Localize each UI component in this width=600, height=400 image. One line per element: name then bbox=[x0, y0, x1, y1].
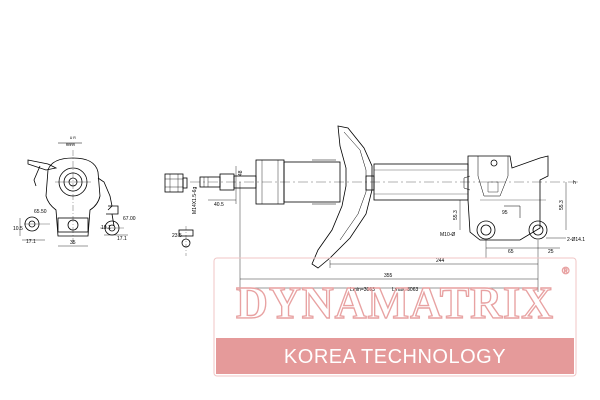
watermark-registered: ® bbox=[562, 266, 570, 277]
label-dim-48: 48 bbox=[238, 170, 244, 176]
label-dim-6550: 65.50 bbox=[34, 209, 47, 215]
label-dim-total: 355 bbox=[384, 273, 393, 279]
label-dim-lmin: Lmin=3063 bbox=[350, 287, 375, 293]
dimension-lines: 244 355 Lmin=3063 Lmax=3063 40.5 M14X1.5… bbox=[192, 166, 585, 293]
label-dim-hole: 2-Ø14.1 bbox=[567, 237, 585, 243]
watermark-brand: DYNAMATRIX bbox=[236, 277, 554, 328]
label-dim-35-left: 35 bbox=[70, 240, 76, 246]
label-dim-175-right: 17.1 bbox=[117, 236, 127, 242]
label-dim-bolt: M10-Ø bbox=[440, 232, 455, 238]
label-dim-553: 55.3 bbox=[453, 210, 459, 220]
strut-side-view bbox=[190, 125, 580, 269]
label-dim-25: 25 bbox=[548, 249, 554, 255]
label-dim-thread: M14X1.5-6g bbox=[192, 187, 198, 214]
label-dim-lmax: Lmax=3063 bbox=[392, 287, 418, 293]
label-dim-244: 244 bbox=[436, 258, 445, 264]
watermark-frame bbox=[213, 257, 577, 377]
label-dim-105: 10.5 bbox=[13, 226, 23, 232]
label-dim-right: h bbox=[573, 180, 576, 186]
top-mount-view: ᵁ ᴿ ᴿᴿᴿᴿ 10.5 17.1 35 65.50 67.00 bbox=[13, 136, 136, 247]
label-dim-405: 40.5 bbox=[214, 202, 224, 208]
nut-detail: 23.5 bbox=[164, 173, 194, 256]
label-dim-small-left: 23.5 bbox=[172, 233, 182, 239]
label-dim-191: 19.1 bbox=[101, 225, 111, 231]
label-dim-553b: 55.3 bbox=[559, 200, 565, 210]
label-dim-95: 95 bbox=[502, 210, 508, 216]
label-dim-6700: 67.00 bbox=[123, 216, 136, 222]
watermark: DYNAMATRIX ® KOREA TECHNOLOGY bbox=[213, 257, 577, 377]
label-top-left-b: ᴿᴿᴿᴿ bbox=[66, 143, 76, 149]
label-dim-65: 65 bbox=[508, 249, 514, 255]
watermark-band bbox=[216, 338, 574, 374]
label-dim-175-left: 17.1 bbox=[26, 239, 36, 245]
label-top-left-a: ᵁ ᴿ bbox=[70, 136, 77, 142]
watermark-tagline: KOREA TECHNOLOGY bbox=[284, 346, 506, 368]
